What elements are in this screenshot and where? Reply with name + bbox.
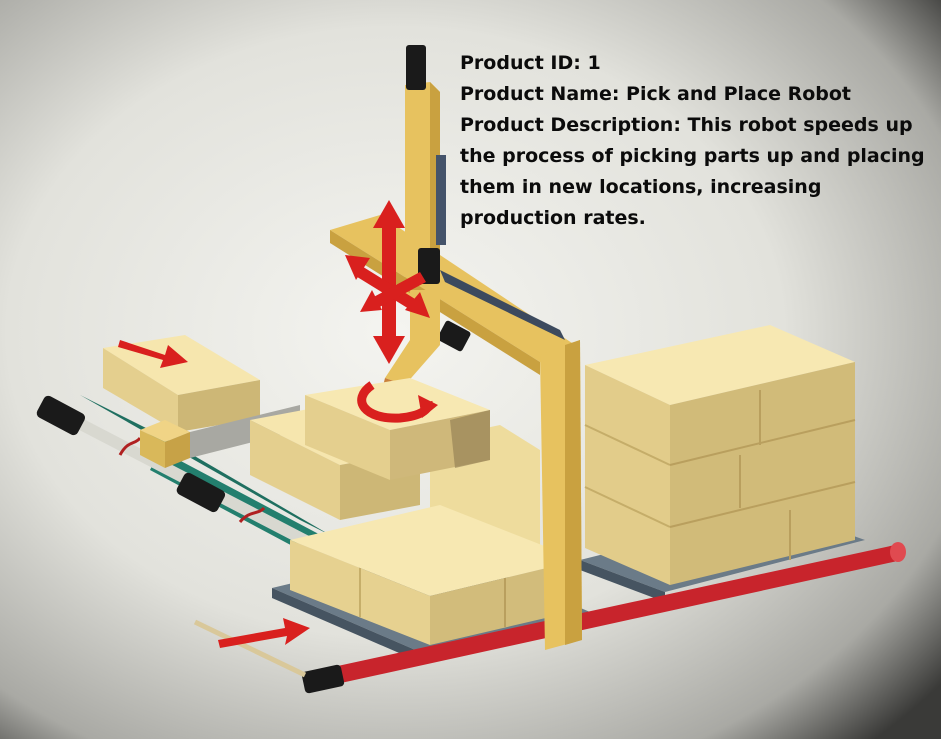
- product-description: Product Description: This robot speeds u…: [460, 110, 930, 234]
- product-name: Product Name: Pick and Place Robot: [460, 79, 930, 110]
- box-stack-right: [585, 325, 855, 585]
- product-id: Product ID: 1: [460, 48, 930, 79]
- product-info-overlay: Product ID: 1 Product Name: Pick and Pla…: [460, 48, 930, 234]
